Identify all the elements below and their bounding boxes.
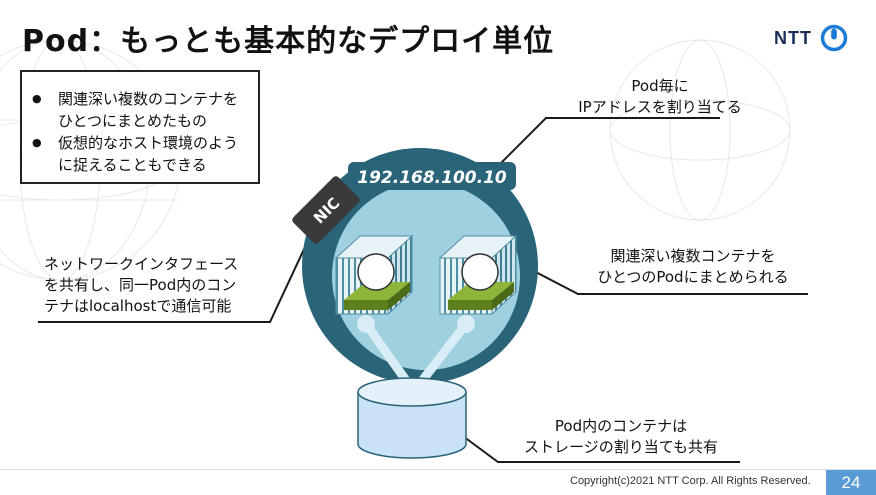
network-callout: ネットワークインタフェース を共有し、同一Pod内のコン テナはlocalhos… — [44, 254, 238, 317]
containers-callout: 関連深い複数コンテナを ひとつのPodにまとめられる — [588, 246, 798, 288]
ntt-logo-icon — [820, 24, 848, 52]
bullet-icon: ● — [32, 92, 42, 105]
container-port — [357, 315, 375, 333]
storage-cylinder — [357, 377, 467, 459]
callout-line: を共有し、同一Pod内のコン — [44, 276, 237, 294]
storage-callout: Pod内のコンテナは ストレージの割り当ても共有 — [510, 416, 732, 458]
container-port — [457, 315, 475, 333]
ip-callout: Pod毎に IPアドレスを割り当てる — [560, 76, 760, 118]
ip-label-background — [348, 162, 516, 190]
callout-line: ストレージの割り当ても共有 — [524, 438, 718, 456]
page-title: Pod：もっとも基本的なデプロイ単位 — [22, 24, 555, 59]
page-number: 24 — [826, 470, 876, 495]
bullet-icon: ● — [32, 136, 42, 149]
leader-lines — [38, 117, 808, 463]
callout-line: ひとつのPodにまとめられる — [597, 268, 789, 286]
copyright-text: Copyright(c)2021 NTT Corp. All Rights Re… — [570, 475, 811, 487]
nic-card: NIC — [292, 176, 360, 244]
callout-line: 関連深い複数コンテナを — [610, 247, 776, 265]
bullet-text: 関連深い複数のコンテナをひとつにまとめたもの — [58, 90, 239, 130]
footer-divider — [0, 469, 876, 470]
storage-links — [361, 319, 471, 391]
logo-text: NTT — [774, 27, 812, 48]
bullet-item: ● 仮想的なホスト環境のように捉えることもできる — [32, 132, 250, 176]
bullet-text: 仮想的なホスト環境のように捉えることもできる — [58, 134, 239, 174]
summary-box: ● 関連深い複数のコンテナをひとつにまとめたもの ● 仮想的なホスト環境のように… — [20, 70, 260, 184]
container-box — [438, 234, 518, 316]
callout-line: IPアドレスを割り当てる — [578, 98, 742, 116]
ip-address-label: 192.168.100.10 — [357, 168, 507, 188]
container-box — [334, 234, 414, 316]
callout-line: Pod毎に — [631, 77, 689, 95]
callout-line: テナはlocalhostで通信可能 — [44, 297, 232, 315]
callout-line: ネットワークインタフェース — [44, 255, 239, 273]
bullet-item: ● 関連深い複数のコンテナをひとつにまとめたもの — [32, 88, 250, 132]
ntt-logo: NTT — [774, 24, 848, 52]
callout-line: Pod内のコンテナは — [554, 417, 688, 435]
